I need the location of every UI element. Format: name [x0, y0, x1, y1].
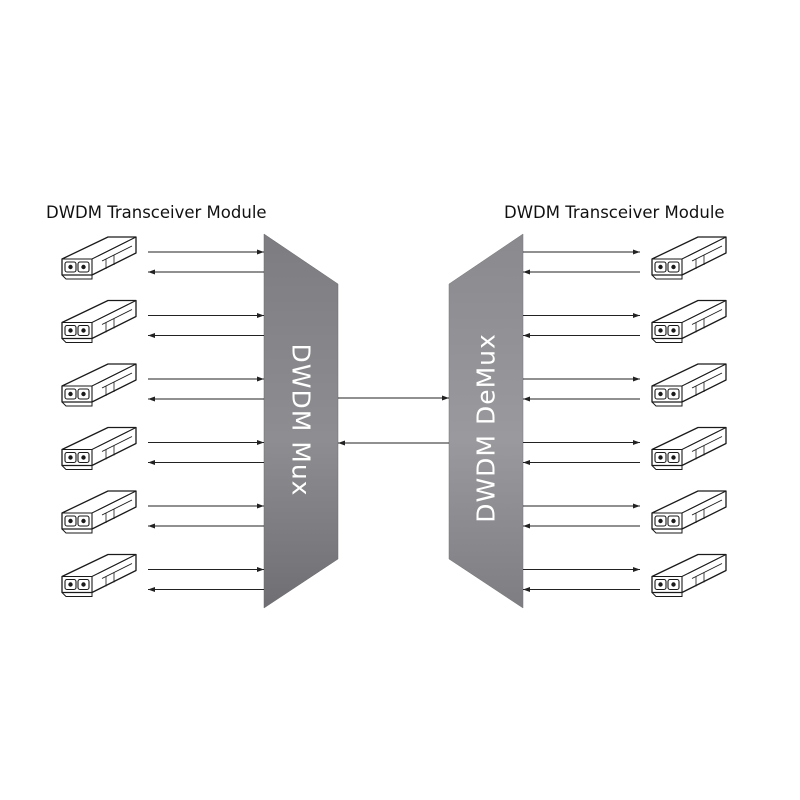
left-transceiver-module — [61, 236, 137, 280]
right-transceiver-module — [651, 236, 727, 280]
right-transceiver-module — [651, 553, 727, 598]
right-transceiver-module — [651, 363, 727, 407]
right-transceiver-module — [651, 426, 727, 471]
mux-label: DWDM Mux — [287, 344, 316, 497]
left-transceiver-module — [61, 299, 137, 344]
left-transceiver-module — [61, 490, 137, 534]
demux-label: DWDM DeMux — [472, 333, 501, 523]
right-transceiver-module — [651, 490, 727, 534]
mux-block — [263, 233, 339, 609]
left-transceiver-module — [61, 363, 137, 407]
demux-block — [448, 233, 524, 609]
left-transceiver-module — [61, 426, 137, 471]
right-module-label: DWDM Transceiver Module — [504, 203, 725, 222]
left-transceiver-module — [61, 553, 137, 598]
right-transceiver-module — [651, 299, 727, 344]
left-module-label: DWDM Transceiver Module — [46, 203, 267, 222]
